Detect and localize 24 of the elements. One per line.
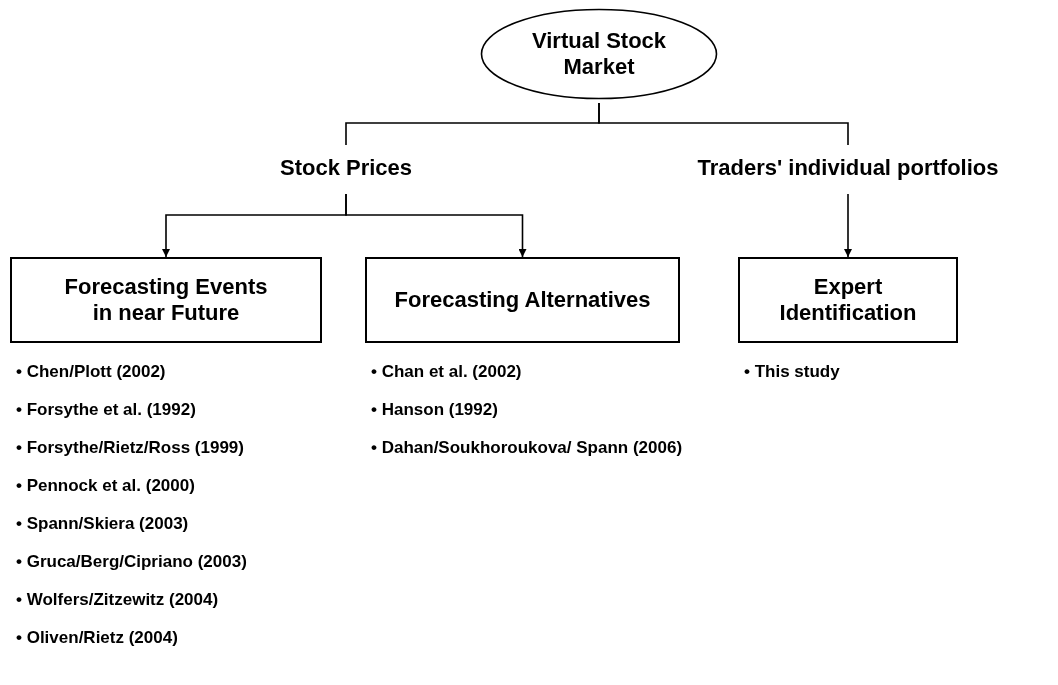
arrow xyxy=(345,193,527,258)
reference-item: • Pennock et al. (2000) xyxy=(16,475,196,497)
category-box xyxy=(365,257,680,343)
node-title: Forecasting Events in near Future xyxy=(63,273,269,327)
reference-item: • Chan et al. (2002) xyxy=(371,361,523,383)
node-title: Traders' individual portfolios xyxy=(697,154,999,182)
reference-item: • Chen/Plott (2002) xyxy=(16,361,167,383)
node-title: Forecasting Alternatives xyxy=(393,286,652,314)
reference-item: • Dahan/Soukhoroukova/ Spann (2006) xyxy=(371,437,684,459)
reference-item: • Forsythe/Rietz/Ross (1999) xyxy=(16,437,245,459)
reference-item: • Hanson (1992) xyxy=(371,399,499,421)
node-title: Expert Identification xyxy=(778,273,918,327)
category-box xyxy=(10,257,322,343)
reference-item: • This study xyxy=(744,361,841,383)
reference-item: • Spann/Skiera (2003) xyxy=(16,513,190,535)
connector-line xyxy=(598,102,849,146)
reference-item: • Oliven/Rietz (2004) xyxy=(16,627,179,649)
reference-item: • Gruca/Berg/Cipriano (2003) xyxy=(16,551,248,573)
node-title: Virtual Stock Market xyxy=(530,27,668,81)
category-box xyxy=(738,257,958,343)
arrow xyxy=(844,193,852,258)
node-title: Stock Prices xyxy=(279,154,413,182)
reference-item: • Wolfers/Zitzewitz (2004) xyxy=(16,589,220,611)
reference-item: • Forsythe et al. (1992) xyxy=(16,399,197,421)
